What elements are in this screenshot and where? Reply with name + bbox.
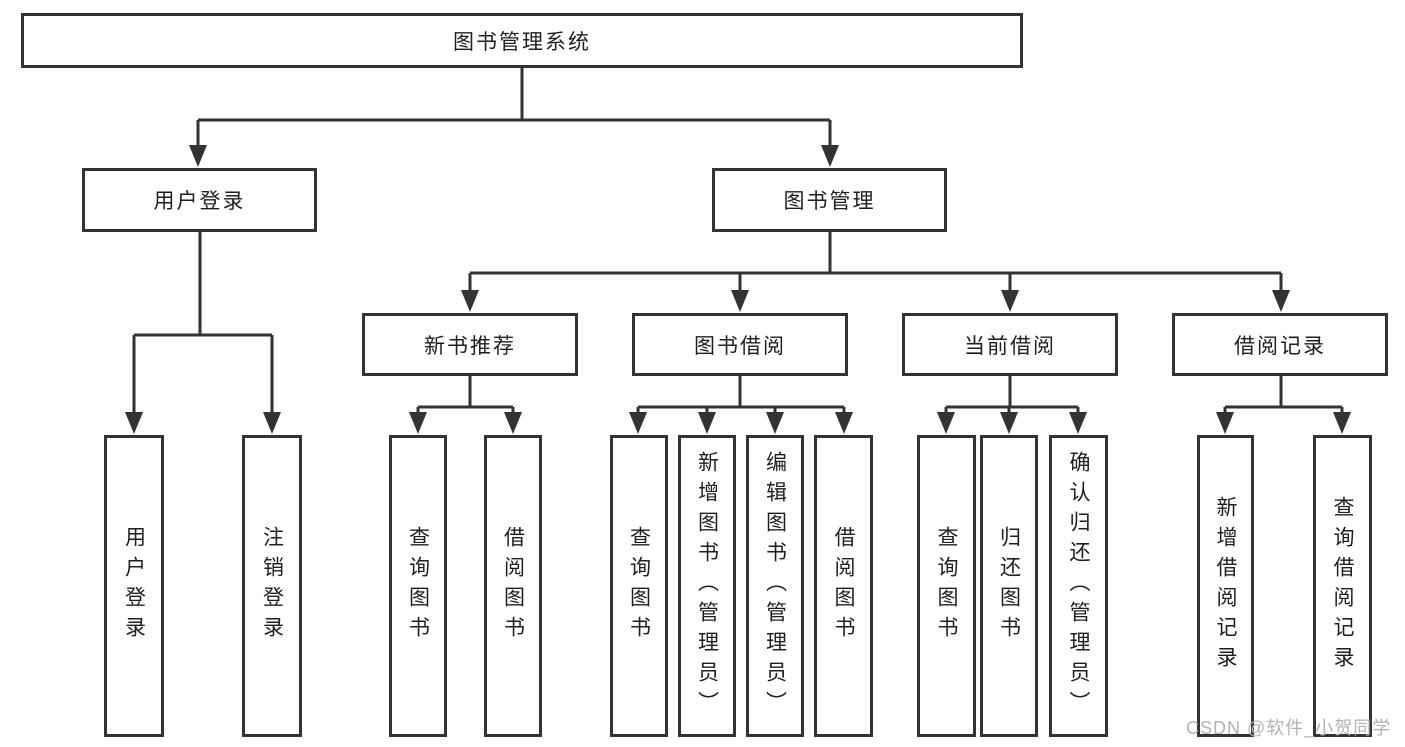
arrowhead-icon	[629, 412, 647, 434]
connector-bookmgmt-to-level3	[468, 232, 1283, 291]
arrowhead-icon	[125, 412, 143, 434]
arrowheads-level2	[189, 145, 839, 167]
node-borrow-records-label: 借阅记录	[1234, 334, 1326, 358]
arrowhead-icon	[731, 290, 749, 312]
leaf-current-query-books-label: 查询图书	[935, 526, 958, 646]
connector-bookborrow-to-leaves	[636, 376, 846, 413]
leaf-add-borrow-record: 新增借阅记录	[1197, 435, 1254, 737]
node-new-book-recommend-label: 新书推荐	[424, 334, 516, 358]
leaf-newbook-query-books-label: 查询图书	[406, 526, 430, 646]
leaf-borrowing-borrow-books: 借阅图书	[814, 435, 873, 737]
leaf-add-books-admin: 新增图书（管理员）	[678, 435, 736, 737]
connector-userlogin-to-leaves	[132, 232, 274, 412]
node-book-management-label: 图书管理	[783, 190, 876, 213]
node-library-management-system-label: 图书管理系统	[453, 30, 591, 54]
arrowheads-currentborrow	[937, 412, 1087, 434]
node-user-login-branch: 用户登录	[82, 168, 317, 232]
leaf-confirm-return-admin: 确认归还（管理员）	[1049, 435, 1108, 737]
arrowhead-icon	[1000, 412, 1018, 434]
connector-borrowrecord-to-leaves	[1223, 376, 1344, 413]
leaf-add-borrow-record-label: 新增借阅记录	[1214, 496, 1237, 676]
leaf-current-query-books: 查询图书	[917, 435, 976, 737]
arrowheads-newbook	[409, 412, 522, 434]
leaf-query-borrow-record: 查询借阅记录	[1313, 435, 1372, 737]
node-book-borrowing-label: 图书借阅	[694, 334, 786, 358]
node-user-login-branch-label: 用户登录	[153, 190, 246, 213]
arrowhead-icon	[1333, 412, 1351, 434]
leaf-user-login: 用户登录	[104, 435, 164, 737]
leaf-logout-label: 注销登录	[260, 526, 284, 646]
leaf-borrowing-query-books-label: 查询图书	[627, 526, 651, 646]
node-borrow-records: 借阅记录	[1172, 313, 1388, 376]
arrowheads-borrowrecord	[1216, 412, 1351, 434]
arrowhead-icon	[835, 412, 853, 434]
leaf-return-books-label: 归还图书	[997, 526, 1021, 646]
arrowhead-icon	[766, 412, 784, 434]
leaf-add-books-admin-label: 新增图书（管理员）	[695, 451, 719, 721]
node-new-book-recommend: 新书推荐	[362, 313, 578, 376]
connector-newbook-to-leaves	[416, 376, 515, 413]
arrowhead-icon	[1001, 290, 1019, 312]
leaf-confirm-return-admin-label: 确认归还（管理员）	[1067, 451, 1090, 721]
arrowhead-icon	[504, 412, 522, 434]
arrowhead-icon	[1069, 412, 1087, 434]
leaf-newbook-borrow-books: 借阅图书	[484, 435, 542, 737]
leaf-newbook-borrow-books-label: 借阅图书	[501, 526, 525, 646]
leaf-user-login-label: 用户登录	[122, 526, 146, 646]
arrowheads-bookborrow	[629, 412, 853, 434]
connector-currentborrow-to-leaves	[944, 376, 1080, 413]
arrowhead-icon	[189, 145, 207, 167]
arrowhead-icon	[937, 412, 955, 434]
leaf-newbook-query-books: 查询图书	[389, 435, 447, 737]
arrowhead-icon	[1272, 290, 1290, 312]
leaf-query-borrow-record-label: 查询借阅记录	[1331, 496, 1354, 676]
arrowhead-icon	[263, 412, 281, 434]
arrowhead-icon	[1216, 412, 1234, 434]
arrowheads-userlogin	[125, 412, 281, 434]
arrowheads-level3	[461, 290, 1290, 312]
node-book-borrowing: 图书借阅	[632, 313, 848, 376]
leaf-edit-books-admin-label: 编辑图书（管理员）	[763, 451, 787, 721]
arrowhead-icon	[698, 412, 716, 434]
leaf-return-books: 归还图书	[980, 435, 1038, 737]
node-library-management-system: 图书管理系统	[21, 13, 1023, 68]
csdn-watermark: CSDN @软件_小贺同学	[1186, 718, 1392, 738]
leaf-edit-books-admin: 编辑图书（管理员）	[746, 435, 804, 737]
leaf-borrowing-borrow-books-label: 借阅图书	[832, 526, 855, 646]
leaf-borrowing-query-books: 查询图书	[610, 435, 668, 737]
node-current-borrowing-label: 当前借阅	[964, 334, 1056, 358]
arrowhead-icon	[461, 290, 479, 312]
arrowhead-icon	[409, 412, 427, 434]
node-current-borrowing: 当前借阅	[902, 313, 1118, 376]
node-book-management: 图书管理	[712, 168, 947, 232]
arrowhead-icon	[821, 145, 839, 167]
leaf-logout: 注销登录	[242, 435, 302, 737]
connector-root-to-level2	[196, 67, 832, 146]
